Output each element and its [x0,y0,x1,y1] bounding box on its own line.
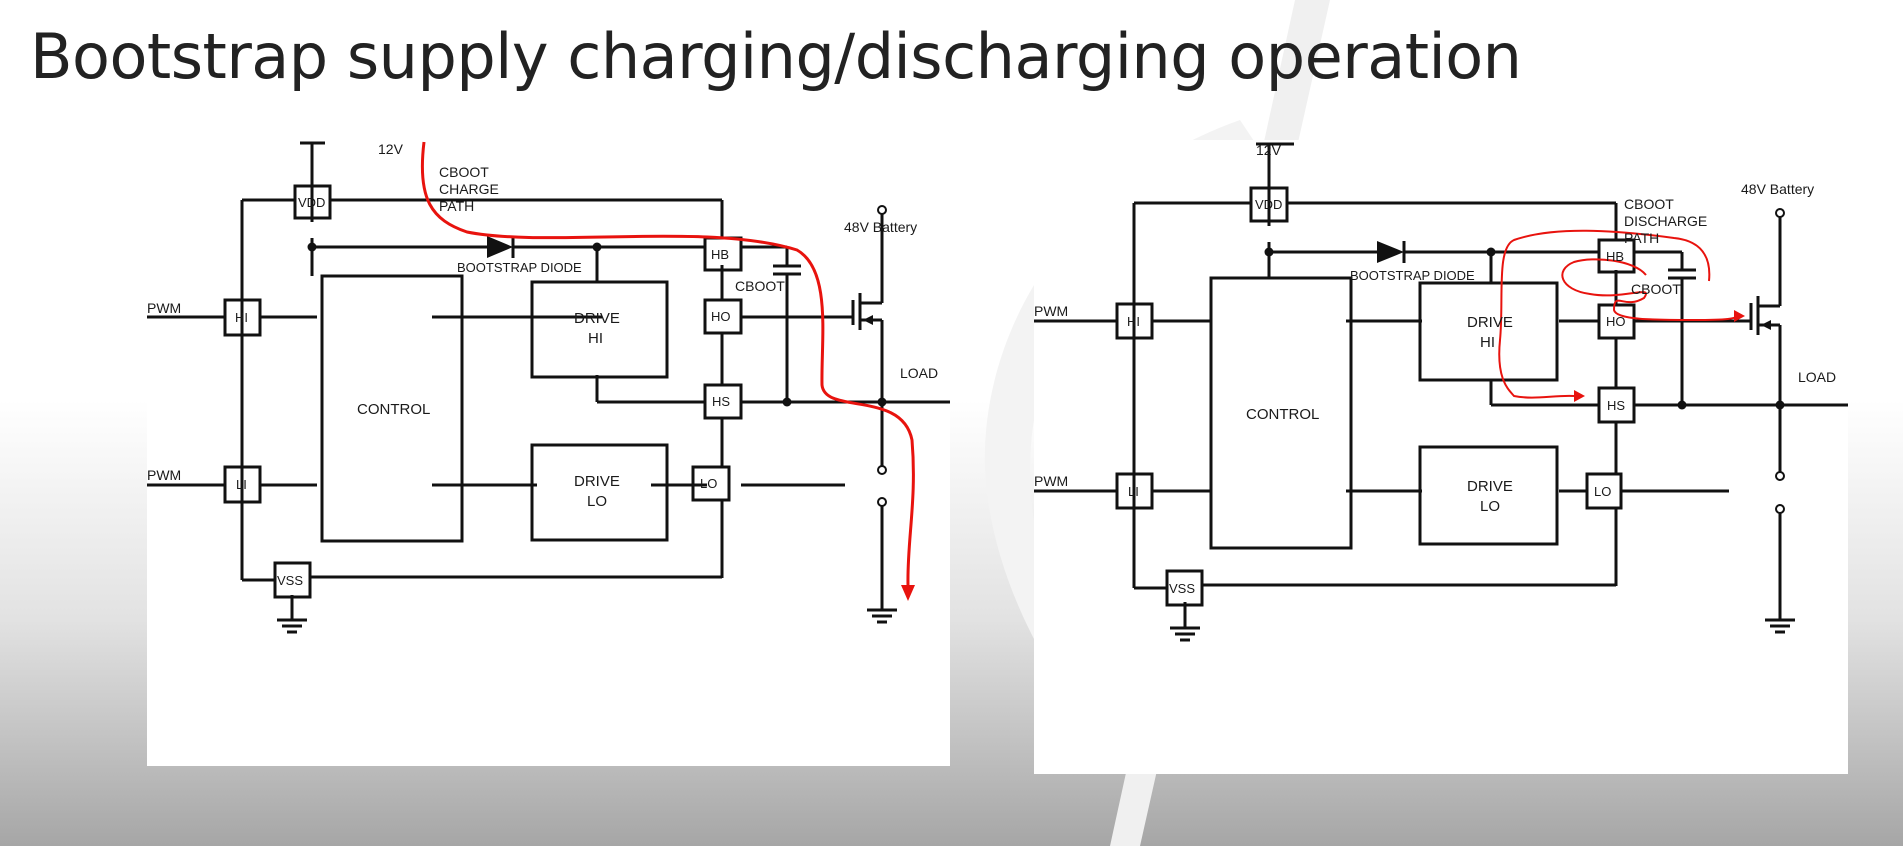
pin-li: LI [236,477,247,492]
bootstrap-diode [1377,241,1406,263]
discharge-path-arrow [1498,229,1740,399]
diode-label: BOOTSTRAP DIODE [457,260,582,275]
drive-lo-label-2: LO [1480,498,1500,515]
drive-hi-label-2: HI [1480,334,1495,351]
pin-vdd: VDD [1255,197,1282,212]
path-label-3: PATH [439,198,474,214]
pwm-top-label: PWM [1034,303,1068,319]
pin-vss: VSS [277,573,303,588]
drive-hi-label-2: HI [588,330,603,347]
charge-path-schematic: 12V CBOOT CHARGE PATH 48V Battery BOOTST… [147,141,950,634]
battery-label: 48V Battery [844,219,917,235]
path-label-2: DISCHARGE [1624,213,1707,229]
pin-ho: HO [1606,314,1626,329]
pwm-top-label: PWM [147,300,181,316]
bootstrap-diode [487,236,515,258]
charge-path-arrowhead [901,585,915,601]
pin-hi: HI [1127,314,1140,329]
pwm-bottom-label: PWM [147,467,181,483]
junction-dots [1264,247,1785,410]
open-terminals [877,205,887,507]
pin-lo: LO [700,476,717,491]
supply-label: 12V [1256,142,1282,158]
drive-hi-label-1: DRIVE [574,310,620,327]
path-label-2: CHARGE [439,181,499,197]
cboot-capacitor [1668,268,1696,280]
charge-path-diagram: 12V CBOOT CHARGE PATH 48V Battery BOOTST… [147,140,950,766]
load-label: LOAD [1798,369,1836,385]
cap-label: CBOOT [1631,281,1681,297]
pin-lo: LO [1594,484,1611,499]
pin-hb: HB [711,247,729,262]
cboot-capacitor [773,264,801,276]
control-label: CONTROL [357,401,430,418]
discharge-path-diagram: 12V CBOOT DISCHARGE PATH 48V Battery BOO… [1034,140,1848,774]
path-label-1: CBOOT [439,164,489,180]
discharge-path-schematic: 12V CBOOT DISCHARGE PATH 48V Battery BOO… [1034,142,1848,642]
pin-hs: HS [712,394,730,409]
open-terminals [1775,208,1785,514]
pwm-bottom-label: PWM [1034,473,1068,489]
schematic-wires [147,141,950,634]
drive-lo-label-2: LO [587,493,607,510]
supply-label: 12V [378,141,404,157]
cap-label: CBOOT [735,278,785,294]
path-label-1: CBOOT [1624,196,1674,212]
pin-li: LI [1128,484,1139,499]
path-label-3: PATH [1624,230,1659,246]
drive-lo-label-1: DRIVE [1467,478,1513,495]
junction-dots [307,242,887,407]
load-label: LOAD [900,365,938,381]
pin-vss: VSS [1169,581,1195,596]
slide-title: Bootstrap supply charging/discharging op… [30,20,1522,93]
pin-hs: HS [1607,398,1625,413]
pin-hi: HI [235,310,248,325]
diode-label: BOOTSTRAP DIODE [1350,268,1475,283]
schematic-wires [1034,142,1848,642]
discharge-path-arrowheads [1574,310,1745,402]
mosfet-arrow [863,315,873,325]
charge-path-arrow [420,141,915,586]
control-label: CONTROL [1246,406,1319,423]
mosfet-arrow [1761,320,1771,330]
pin-ho: HO [711,309,731,324]
pin-vdd: VDD [298,195,325,210]
drive-hi-label-1: DRIVE [1467,314,1513,331]
pin-hb: HB [1606,249,1624,264]
drive-lo-label-1: DRIVE [574,473,620,490]
battery-label: 48V Battery [1741,181,1814,197]
